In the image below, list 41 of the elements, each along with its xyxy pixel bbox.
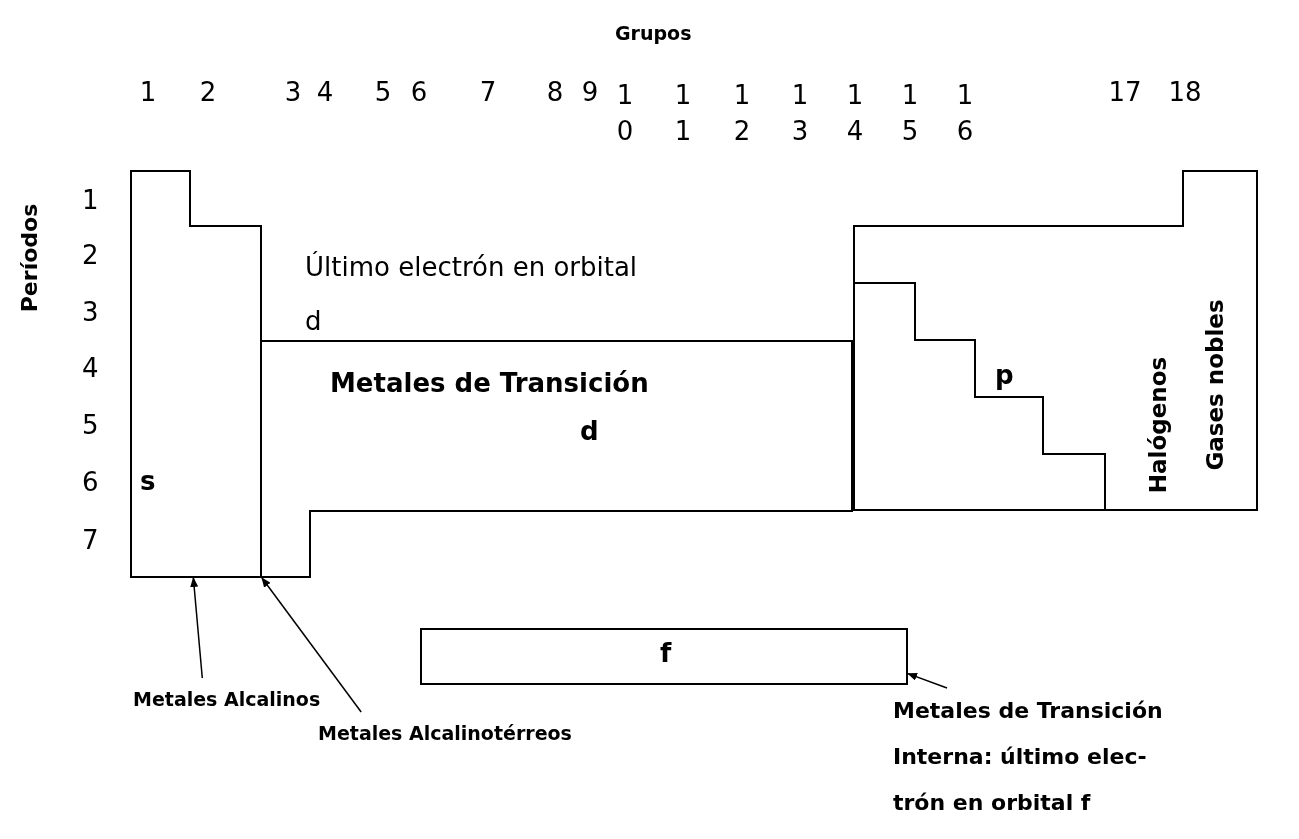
group-number: 11 — [674, 79, 692, 148]
caption-text: Metales Alcalinotérreos — [318, 718, 572, 748]
heading: Grupos — [615, 21, 692, 46]
axis-title: Períodos — [16, 203, 43, 313]
block-letter: p — [995, 360, 1014, 390]
note: Último electrón en orbital d — [305, 250, 639, 338]
group-number: 3 — [284, 77, 302, 107]
period-number: 6 — [82, 467, 99, 497]
group-number: 2 — [199, 77, 217, 107]
arrow — [261, 577, 362, 713]
period-number: 3 — [82, 297, 99, 327]
arrow — [190, 577, 204, 679]
caption-text: Metales Alcalinos — [133, 684, 321, 714]
group-name: Halógenos — [1144, 356, 1172, 494]
group-number: 13 — [791, 79, 809, 148]
block-letter: f — [660, 638, 672, 668]
block-letter: s — [140, 466, 156, 496]
group-number: 18 — [1168, 77, 1202, 107]
caption-text: Metales de Transición Interna: último elec- trón en orbital f — [893, 688, 1193, 826]
group-number: 16 — [956, 79, 974, 148]
group-number: 4 — [316, 77, 334, 107]
group-number: 1 — [139, 77, 157, 107]
group-number: 10 — [616, 79, 634, 148]
period-number: 1 — [82, 185, 99, 215]
block-name: Metales de Transición — [330, 368, 649, 398]
group-number: 17 — [1108, 77, 1142, 107]
group-number: 8 — [546, 77, 564, 107]
group-number: 5 — [374, 77, 392, 107]
group-name: Gases nobles — [1201, 299, 1229, 471]
group-number: 14 — [846, 79, 864, 148]
group-number: 9 — [581, 77, 599, 107]
group-number: 6 — [410, 77, 428, 107]
arrow — [907, 672, 948, 689]
period-number: 4 — [82, 353, 99, 383]
block-letter: d — [580, 416, 599, 446]
period-number: 5 — [82, 410, 99, 440]
period-number: 7 — [82, 525, 99, 555]
group-number: 12 — [733, 79, 751, 148]
period-number: 2 — [82, 240, 99, 270]
group-number: 7 — [479, 77, 497, 107]
group-number: 15 — [901, 79, 919, 148]
